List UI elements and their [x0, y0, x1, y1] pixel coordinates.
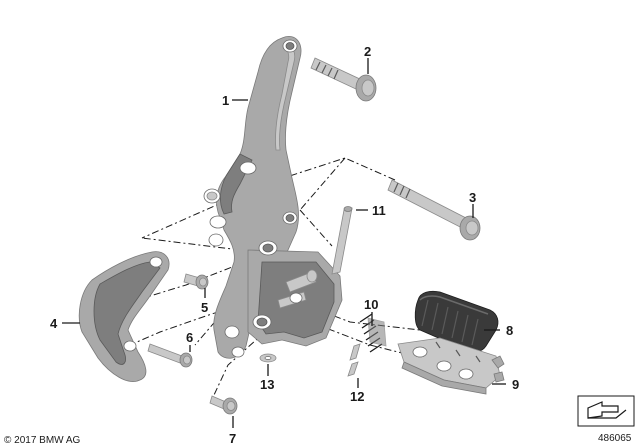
callout-2: 2	[364, 44, 371, 59]
callout-3: 3	[469, 190, 476, 205]
callout-7: 7	[229, 431, 236, 446]
pin-part-11	[331, 206, 353, 275]
bolt-part-3	[387, 179, 481, 241]
callout-5: 5	[201, 300, 208, 315]
callout-9: 9	[512, 377, 519, 392]
callout-labels: 1 2 3 4 5 6 7 8 9 10 11 12 13	[50, 44, 519, 446]
bolt-part-2	[310, 57, 377, 102]
pin-part-12	[347, 343, 361, 377]
callout-11: 11	[372, 203, 386, 218]
heel-guard-part-4	[78, 251, 170, 382]
callout-1: 1	[222, 93, 229, 108]
callout-10: 10	[364, 297, 378, 312]
bolt-part-5	[183, 273, 209, 290]
callout-4: 4	[50, 316, 58, 331]
callout-12: 12	[350, 389, 364, 404]
spring-part-10	[359, 313, 387, 353]
leader-lines	[62, 58, 506, 428]
copyright-text: © 2017 BMW AG	[4, 435, 81, 446]
bolt-part-6	[147, 343, 193, 368]
bolt-part-7	[209, 395, 238, 415]
washer-part-13	[259, 353, 277, 363]
callout-13: 13	[260, 377, 274, 392]
main-bracket-part-1	[203, 36, 343, 359]
callout-6: 6	[186, 330, 193, 345]
callout-8: 8	[506, 323, 513, 338]
footrest-part-9	[397, 337, 505, 395]
rubber-pad-part-8	[414, 290, 499, 353]
diagram-number: 486065	[598, 433, 632, 444]
folder-arrow-icon	[577, 395, 635, 427]
